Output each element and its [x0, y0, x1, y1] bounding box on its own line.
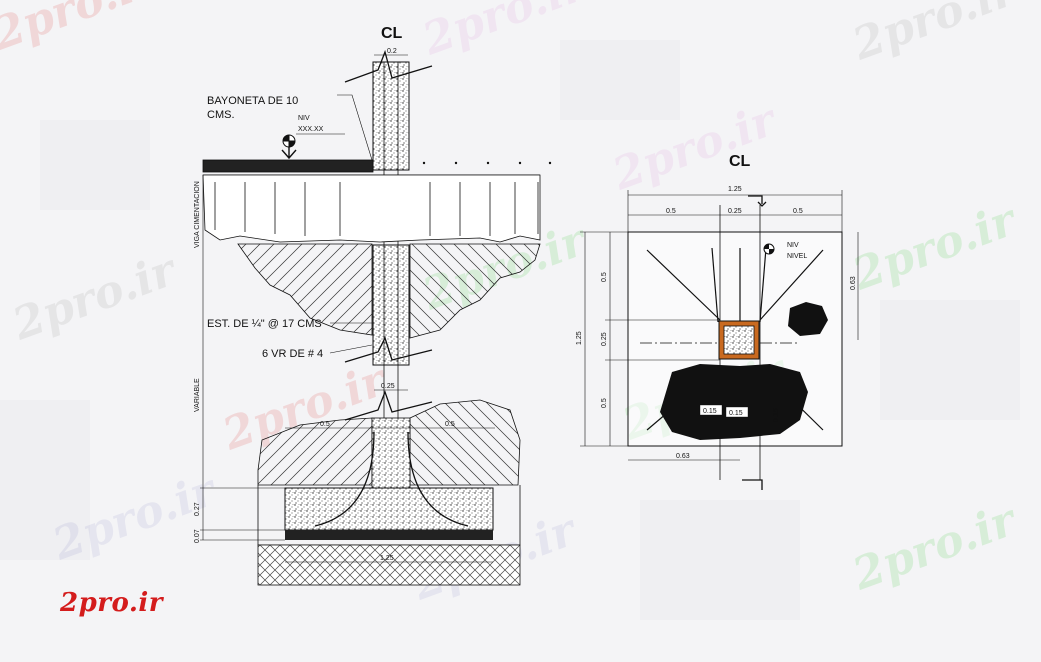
cl-symbol: CL — [381, 25, 403, 42]
plan-dim-063-right: 0.63 — [850, 276, 857, 290]
viga-cimentacion-label: VIGA CIMENTACION — [194, 181, 201, 248]
lean-concrete — [285, 530, 493, 540]
plan-dim-v-bot: 0.5 — [601, 398, 608, 408]
plan-dim-total: 1.25 — [728, 186, 742, 193]
plan-nivel-label: NIVEL — [787, 253, 807, 260]
plan-dim-v-mid: 0.25 — [601, 332, 608, 346]
footing-fill-right — [409, 399, 521, 486]
soil-lines — [214, 182, 539, 236]
stirrups-label: EST. DE ¼" @ 17 CMS — [207, 318, 322, 330]
plan-rock-small — [788, 302, 828, 336]
dim-007: 0.07 — [194, 529, 201, 543]
plan-dim-right: 0.5 — [793, 208, 803, 215]
footing-fill-left — [257, 417, 373, 486]
dim-mid: 0.25 — [381, 383, 395, 390]
plan-box-015-b: 0.15 — [729, 410, 743, 417]
foundation-beam-right — [409, 243, 541, 339]
plan-rock-large — [660, 364, 808, 440]
floor-slab — [202, 159, 374, 173]
brand-logo[interactable]: 2pro.ir — [60, 588, 163, 618]
plan-box-015-v: 0.15 — [773, 408, 780, 422]
plan-dim-left: 0.5 — [666, 208, 676, 215]
niv-value: XXX.XX — [298, 126, 324, 133]
rebar-label: 6 VR DE # 4 — [262, 348, 323, 360]
compacted-base — [257, 544, 521, 586]
dim-right: 0.5 — [445, 421, 455, 428]
dim-left: 0.5 — [320, 421, 330, 428]
plan-dim-v-total: 1.25 — [576, 331, 583, 345]
plan-dim-v-top: 0.5 — [601, 272, 608, 282]
plan-dim-mid: 0.25 — [728, 208, 742, 215]
bayoneta-label: BAYONETA DE 10 — [207, 95, 298, 107]
plan-dim-063-bottom: 0.63 — [676, 453, 690, 460]
variable-label: VARIABLE — [194, 378, 201, 412]
cl-symbol-plan: CL — [729, 153, 751, 170]
footing-plan: CL 1.25 0.5 0.25 0.5 — [576, 153, 859, 490]
column-shaft-lower — [372, 244, 410, 366]
footing-section: CL 0.2 NIV XXX.XX BAYONETA DE 10 CMS. — [194, 25, 552, 586]
foundation-beam-left — [237, 243, 373, 336]
dim-column-width: 0.2 — [387, 48, 397, 55]
plan-niv-label: NIV — [787, 242, 799, 249]
niv-label: NIV — [298, 115, 310, 122]
plan-box-015-a: 0.15 — [703, 408, 717, 415]
column-footing-neck — [371, 417, 411, 489]
bayoneta-label-cont: CMS. — [207, 109, 235, 121]
column-shaft-upper — [372, 61, 410, 171]
dim-base: 1.25 — [380, 555, 394, 562]
slab-dots — [422, 161, 552, 165]
centerline-mark: CL — [381, 25, 403, 42]
dim-027: 0.27 — [194, 502, 201, 516]
